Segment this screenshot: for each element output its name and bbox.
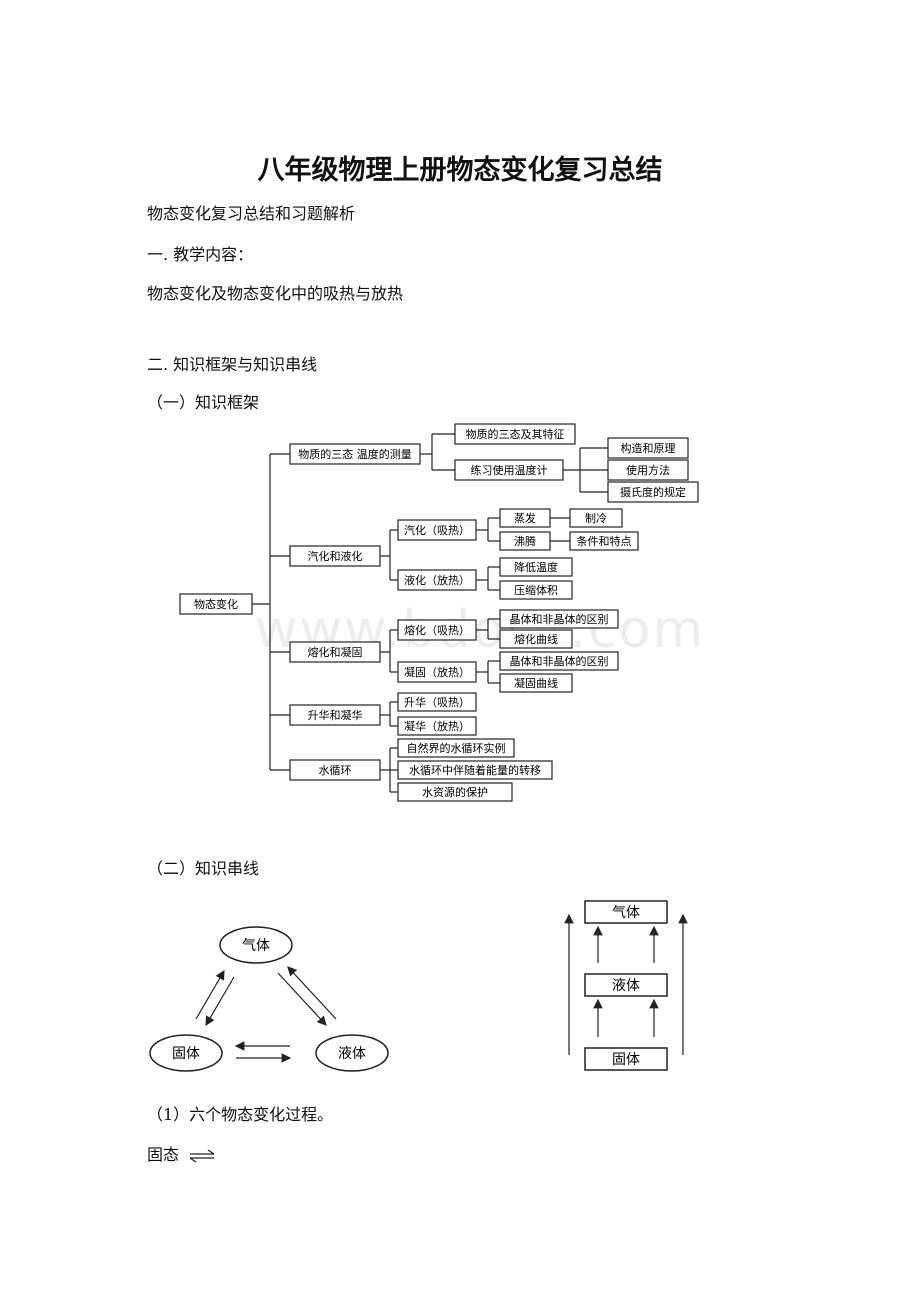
arrow-gas-to-liquid <box>277 972 327 1026</box>
node-b3-c2-g1 <box>499 651 619 671</box>
node-b1-c2-g3 <box>607 481 699 503</box>
node-b2-c1-label: 汽化（吸热） <box>404 523 470 537</box>
node-b2-c1-g1-h <box>569 508 623 528</box>
node-b3-c2-g2 <box>499 673 573 693</box>
ladder-liquid-box <box>584 973 668 997</box>
node-b2-c1-g2-h <box>569 531 639 551</box>
liquid-ellipse <box>315 1034 389 1072</box>
node-b1-c2-label: 练习使用温度计 <box>471 463 548 477</box>
node-root-label: 物态变化 <box>194 597 238 611</box>
ladder-gas-box <box>584 900 668 924</box>
page-title: 八年级物理上册物态变化复习总结 <box>257 155 663 186</box>
triangle-diagram: 气体 固体 液体 <box>149 926 389 1072</box>
node-b4-c1 <box>397 692 477 712</box>
node-b1-c1-label: 物质的三态及其特征 <box>466 427 565 441</box>
node-b2-c2-label: 液化（放热） <box>404 573 470 587</box>
node-b3-c1-g1-label: 晶体和非晶体的区别 <box>510 612 609 626</box>
node-b2-c2-g2-label: 压缩体积 <box>514 583 558 597</box>
solid-label: 固体 <box>172 1046 200 1062</box>
solid-state-label: 固态 <box>147 1145 180 1164</box>
reversible-arrow-icon <box>189 1148 215 1163</box>
node-b1-c2-g1-label: 构造和原理 <box>621 441 676 455</box>
arrow-solid-to-gas <box>195 969 225 1020</box>
node-b1-label: 物质的三态 温度的测量 <box>298 447 412 461</box>
node-b5-c3-label: 水资源的保护 <box>422 785 488 799</box>
node-b3-c1-g1 <box>499 609 619 629</box>
node-b2-c2-g2 <box>499 580 573 600</box>
node-b3-label: 熔化和凝固 <box>308 645 363 659</box>
node-b5-c2-label: 水循环中伴随着能量的转移 <box>409 763 541 777</box>
node-b4-c2-label: 凝华（放热） <box>404 719 470 733</box>
six-processes-heading: （1）六个物态变化过程。 <box>147 1105 334 1124</box>
node-b5-c2 <box>397 760 553 780</box>
ladder-gas-label: 气体 <box>612 905 640 921</box>
node-b2-c2-g1-label: 降低温度 <box>514 560 558 574</box>
arrow-gas-to-solid <box>205 976 235 1027</box>
ladder-solid-label: 固体 <box>612 1052 640 1068</box>
subtitle-line: 物态变化复习总结和习题解析 <box>147 204 356 223</box>
arrow-liquid-to-gas <box>287 966 337 1020</box>
ladder-diagram: 气体 液体 固体 <box>564 900 688 1071</box>
node-b5-c1 <box>397 738 515 758</box>
subsection-knowledge-line: （二）知识串线 <box>147 859 260 878</box>
solid-ellipse <box>149 1034 223 1072</box>
section-heading-1: 一. 教学内容： <box>147 245 254 264</box>
node-b3-c1-label: 熔化（吸热） <box>404 623 470 637</box>
node-b2-c2-g1 <box>499 557 573 577</box>
knowledge-framework-diagram: 物态变化 物质的三态 温度的测量 物质的三态及其特征 练习使用温度计 构造和原理… <box>179 423 699 802</box>
node-b1-c2-g2-label: 使用方法 <box>626 463 670 477</box>
node-b1-c2-g3-label: 摄氏度的规定 <box>620 485 686 499</box>
liquid-label: 液体 <box>338 1046 366 1062</box>
node-b3-c2-label: 凝固（放热） <box>404 665 470 679</box>
node-b5-c1-label: 自然界的水循环实例 <box>407 741 506 755</box>
node-b2-c1-g1-label: 蒸发 <box>514 511 536 525</box>
node-b3-c1-g2-label: 熔化曲线 <box>514 632 558 646</box>
node-b2-c1-g1-h-label: 制冷 <box>585 512 607 525</box>
node-b5-label: 水循环 <box>319 764 352 777</box>
node-b4-c2 <box>397 716 477 736</box>
ladder-liquid-label: 液体 <box>612 978 640 994</box>
node-b5-c3 <box>397 782 513 802</box>
gas-ellipse <box>219 926 293 964</box>
node-b2-c1-g2-label: 沸腾 <box>514 534 536 548</box>
solid-state-line: 固态 <box>147 1145 216 1165</box>
node-b2-label: 汽化和液化 <box>308 549 363 563</box>
node-b3-c1-g2 <box>499 629 573 649</box>
node-b1-c2-g1 <box>607 437 689 459</box>
subsection-framework: （一）知识框架 <box>147 393 260 412</box>
teaching-content: 物态变化及物态变化中的吸热与放热 <box>147 284 404 303</box>
section-heading-2: 二. 知识框架与知识串线 <box>147 355 318 374</box>
node-b4-c1-label: 升华（吸热） <box>404 695 470 709</box>
node-b1-c2-g2 <box>607 459 689 481</box>
node-b3-c2-g2-label: 凝固曲线 <box>514 676 558 690</box>
gas-label: 气体 <box>242 938 270 954</box>
node-b2-c1-g2-h-label: 条件和特点 <box>577 534 632 548</box>
ladder-solid-box <box>584 1047 668 1071</box>
node-b4-label: 升华和凝华 <box>308 708 363 722</box>
node-b1-c1 <box>454 423 576 445</box>
node-b3-c2-g1-label: 晶体和非晶体的区别 <box>510 654 609 668</box>
